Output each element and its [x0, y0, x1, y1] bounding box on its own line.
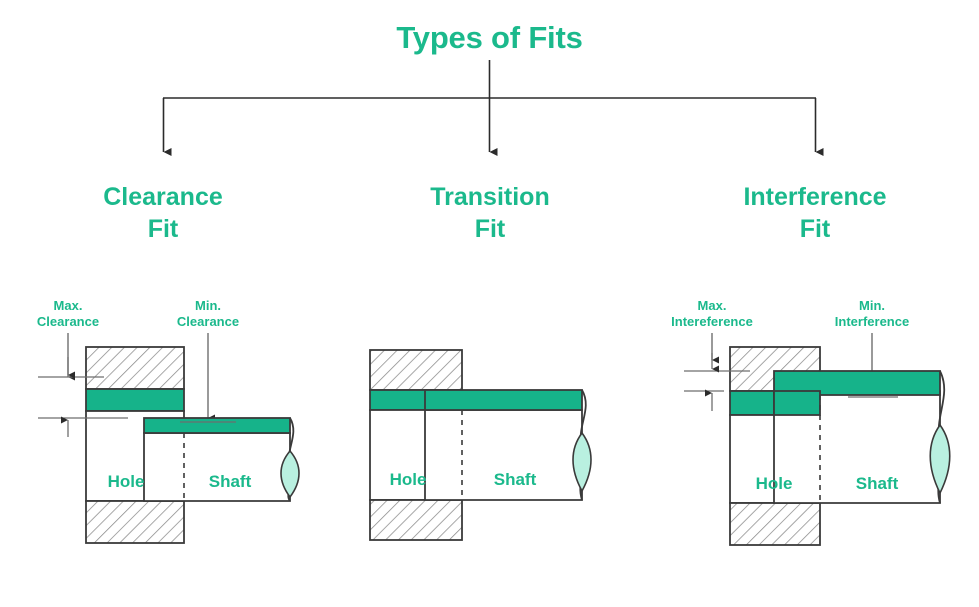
- shaft-label: Shaft: [209, 472, 252, 491]
- annotation-line1: Min.: [195, 298, 221, 313]
- branch-label-line1: Transition: [430, 183, 550, 211]
- branch-label-line2: Fit: [474, 214, 506, 243]
- hole-upper-hatch: [85, 346, 185, 390]
- branch-label-interference: Interference Fit: [665, 182, 965, 245]
- interference-overlap-band: [773, 390, 821, 416]
- hole-upper-hatch: [369, 349, 463, 391]
- shaft-break-lens: [280, 449, 300, 499]
- hole-label: Hole: [390, 470, 427, 489]
- annotation-max-clearance: Max. Clearance: [37, 298, 99, 329]
- hole-lower-hatch: [85, 500, 185, 544]
- annotation-line1: Max.: [54, 298, 83, 313]
- annotation-line1: Min.: [859, 298, 885, 313]
- page-title: Types of Fits: [396, 20, 583, 55]
- hole-label: Hole: [108, 472, 145, 491]
- shaft-break-lens: [572, 431, 592, 493]
- hole-lower-hatch: [729, 502, 821, 546]
- shaft-break-lens: [929, 423, 951, 495]
- branch-label-line2: Fit: [147, 214, 179, 243]
- figure-transition-fit: Hole Shaft: [369, 349, 592, 541]
- branch-label-line1: Interference: [743, 183, 887, 211]
- hole-lower-hatch: [369, 499, 463, 541]
- shaft-tolerance-band: [424, 389, 583, 411]
- annotation-line2: Interference: [835, 314, 909, 329]
- branch-connector: [162, 60, 824, 156]
- annotation-line1: Max.: [698, 298, 727, 313]
- branch-label-line2: Fit: [799, 214, 831, 243]
- branch-label-clearance: Clearance Fit: [13, 182, 313, 245]
- annotation-line2: Clearance: [37, 314, 99, 329]
- branch-label-transition: Transition Fit: [340, 182, 640, 245]
- annotation-min-interference: Min. Interference: [835, 298, 909, 329]
- shaft-label: Shaft: [494, 470, 537, 489]
- annotation-line2: Clearance: [177, 314, 239, 329]
- shaft-label: Shaft: [856, 474, 899, 493]
- figure-interference-fit: Max. Intereference Min. Interference: [671, 298, 951, 546]
- hole-label: Hole: [756, 474, 793, 493]
- shaft-tolerance-band: [143, 417, 291, 434]
- hole-tolerance-band: [85, 388, 185, 412]
- annotation-max-interference: Max. Intereference: [671, 298, 753, 329]
- branch-label-line1: Clearance: [103, 183, 223, 211]
- figure-clearance-fit: Max. Clearance Min. Clearance: [37, 298, 300, 544]
- annotation-min-clearance: Min. Clearance: [177, 298, 239, 329]
- annotation-line2: Intereference: [671, 314, 753, 329]
